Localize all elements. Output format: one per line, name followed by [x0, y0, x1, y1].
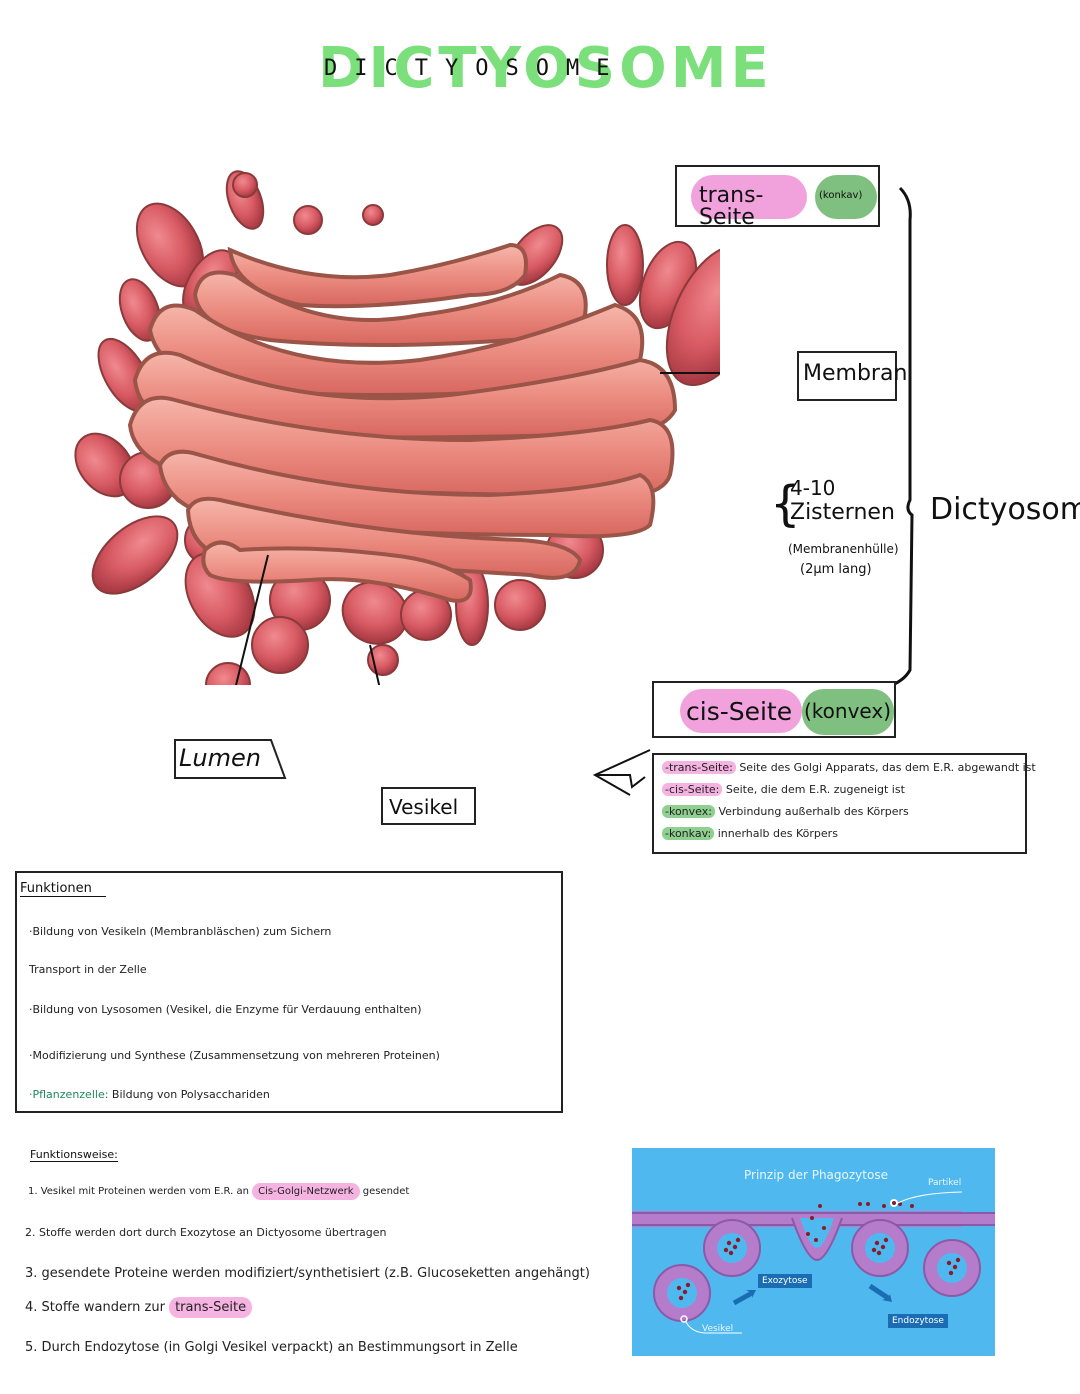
- vesicle: [91, 515, 179, 595]
- cis-side-convex-pill: (konvex): [802, 689, 894, 735]
- title-overlay: DICTYOSOME: [324, 56, 627, 81]
- title-main: DICTYOSOME: [318, 36, 773, 101]
- function-item: ·Bildung von Lysosomen (Vesikel, die Enz…: [29, 1003, 422, 1016]
- golgi-illustration: [74, 170, 720, 685]
- page-title: DICTYOSOME DICTYOSOME: [318, 36, 769, 106]
- cis-side-box: cis-Seite (konvex): [652, 681, 896, 738]
- definitions-legend: -trans-Seite: Seite des Golgi Apparats, …: [652, 753, 1036, 854]
- vesicle: [293, 205, 323, 235]
- exocytosis-label: Exozytose: [758, 1274, 812, 1288]
- membrane-label-box: Membran: [797, 351, 907, 401]
- lumen-label: Lumen: [179, 744, 261, 772]
- legend-term: -konvex:: [662, 805, 715, 818]
- mode-step-3: 3. gesendete Proteine werden modifiziert…: [25, 1266, 590, 1281]
- mode-step-1: 1. Vesikel mit Proteinen werden vom E.R.…: [28, 1183, 410, 1200]
- vesicle-pointer-line: [369, 644, 381, 685]
- function-item: ·Modifizierung und Synthese (Zusammenset…: [29, 1049, 440, 1062]
- endocytosis-label: Endozytose: [888, 1314, 948, 1328]
- lumen-box-outline: [174, 739, 287, 779]
- phago-title: Prinzip der Phagozytose: [744, 1168, 888, 1182]
- cisterna: [227, 242, 528, 309]
- legend-term: -konkav:: [662, 827, 715, 840]
- function-item: ·Bildung von Vesikeln (Membranbläschen) …: [29, 925, 332, 938]
- vesicle-label: Vesikel: [389, 795, 459, 819]
- curly-brace: {: [770, 476, 801, 532]
- cis-side-label: cis-Seite: [686, 697, 793, 726]
- dictyosome-label: Dictyosom: [930, 492, 1080, 527]
- dictyosome-bracket: [874, 186, 914, 692]
- legend-text: Verbindung außerhalb des Körpers: [718, 805, 909, 818]
- legend-term: -trans-Seite:: [662, 761, 736, 774]
- legend-item: -konvex: Verbindung außerhalb des Körper…: [662, 801, 1017, 823]
- cisterna: [192, 270, 588, 347]
- cisterna: [201, 540, 473, 603]
- lumen-label-box: Lumen: [173, 738, 287, 780]
- lumen-pointer-line: [235, 554, 269, 685]
- step-4-highlight: trans-Seite: [169, 1297, 253, 1318]
- legend-term: -cis-Seite:: [662, 783, 723, 796]
- phagocytosis-diagram: Prinzip der Phagozytose Partikel: [632, 1148, 995, 1356]
- legend-text: Seite, die dem E.R. zugeneigt ist: [725, 783, 905, 796]
- vesicle: [494, 579, 546, 631]
- legend-arrow: [592, 749, 651, 796]
- vesicle: [362, 204, 384, 226]
- cisternae-count: 4-10: [790, 476, 836, 500]
- cisternae-note-2: (2µm lang): [800, 562, 872, 577]
- mode-step-5: 5. Durch Endozytose (in Golgi Vesikel ve…: [25, 1340, 518, 1355]
- vesicle-label-box: Vesikel: [381, 787, 476, 825]
- trans-side-label: trans-Seite: [699, 183, 764, 230]
- step-4-text: 4. Stoffe wandern zur: [25, 1300, 165, 1315]
- function-item: Transport in der Zelle: [29, 963, 147, 976]
- cis-side-note: (konvex): [804, 699, 892, 723]
- functions-heading: Funktionen: [20, 881, 106, 897]
- trans-side-box: trans-Seite (konkav): [675, 165, 880, 229]
- legend-text: innerhalb des Körpers: [717, 827, 838, 840]
- trans-side-note: (konkav): [819, 190, 863, 201]
- functions-box: Funktionen ·Bildung von Vesikeln (Membra…: [15, 871, 563, 1113]
- phago-particle-label: Partikel: [928, 1178, 962, 1188]
- legend-text: Seite des Golgi Apparats, das dem E.R. a…: [739, 761, 1036, 774]
- vesicle: [251, 616, 309, 674]
- mode-heading: Funktionsweise:: [30, 1148, 118, 1162]
- legend-item: -konkav: innerhalb des Körpers: [662, 823, 1017, 845]
- phago-membrane-drawing: [632, 1191, 995, 1334]
- mode-step-4: 4. Stoffe wandern zur trans-Seite: [25, 1297, 253, 1318]
- cisternae-annotation: { 4-10 Zisternen (Membranenhülle) (2µm l…: [770, 476, 910, 586]
- legend-item: -trans-Seite: Seite des Golgi Apparats, …: [662, 757, 1036, 779]
- vesicle: [665, 243, 720, 387]
- legend-item: -cis-Seite: Seite, die dem E.R. zugeneig…: [662, 779, 1017, 801]
- phago-vesicle-label: Vesikel: [702, 1324, 734, 1334]
- step-1-text-end: gesendet: [362, 1186, 410, 1197]
- function-item-plant: ·Pflanzenzelle: Bildung von Polysacchari…: [29, 1088, 270, 1101]
- cisternae-label: Zisternen: [790, 500, 895, 525]
- cisternae-note-1: (Membranenhülle): [788, 542, 899, 556]
- membrane-label: Membran: [803, 361, 908, 386]
- step-1-text: 1. Vesikel mit Proteinen werden vom E.R.…: [28, 1186, 249, 1197]
- vesicle: [205, 662, 251, 685]
- cis-side-pill: cis-Seite: [680, 689, 802, 733]
- plant-label: ·Pflanzenzelle:: [29, 1088, 109, 1101]
- mode-step-2: 2. Stoffe werden dort durch Exozytose an…: [25, 1226, 387, 1239]
- step-1-highlight: Cis-Golgi-Netzwerk: [252, 1183, 360, 1200]
- plant-text: Bildung von Polysacchariden: [111, 1088, 270, 1101]
- vesicle: [341, 581, 409, 645]
- trans-side-concave-pill: (konkav): [815, 175, 877, 219]
- vesicle: [232, 172, 258, 198]
- trans-side-pill: trans-Seite: [691, 175, 807, 229]
- vesicle: [606, 224, 644, 306]
